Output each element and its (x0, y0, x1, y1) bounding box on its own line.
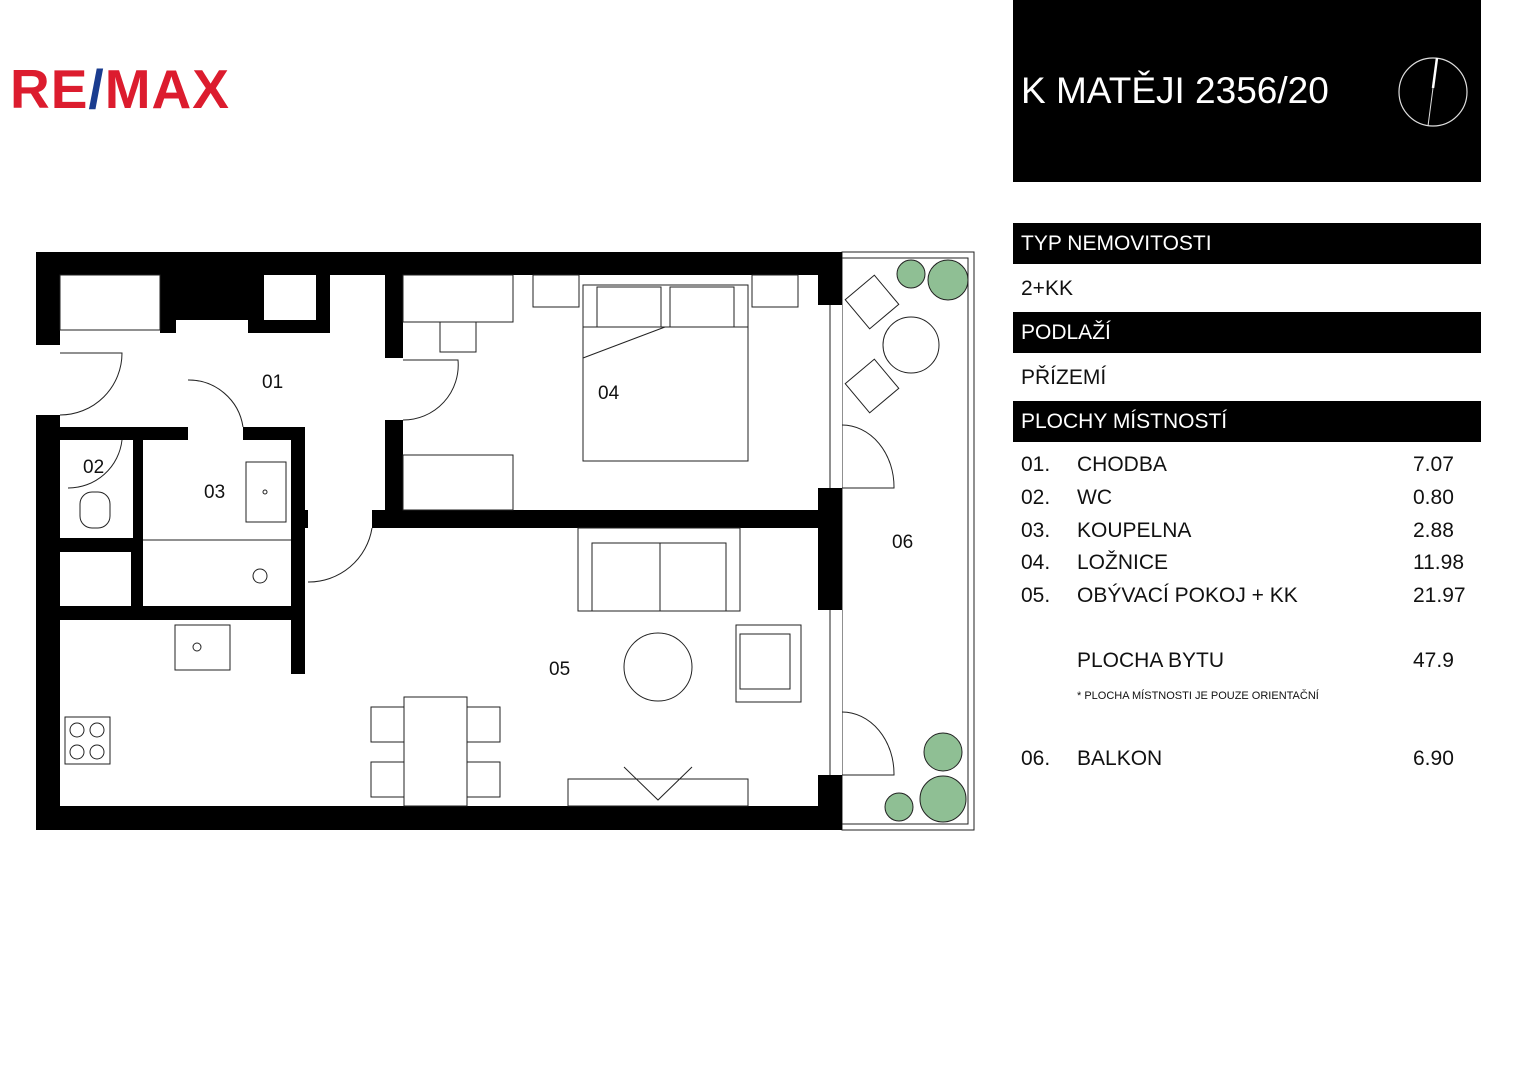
floor-plan: 01 02 03 04 05 06 (36, 251, 975, 831)
room-label: 01 (262, 372, 283, 393)
floor-value: PŘÍZEMÍ (1021, 366, 1107, 389)
room-label: 06 (892, 532, 913, 553)
type-header: TYP NEMOVITOSTI (1013, 223, 1481, 264)
room-label: 04 (598, 383, 620, 404)
area-note: * PLOCHA MÍSTNOSTI JE POUZE ORIENTAČNÍ (1077, 690, 1319, 702)
title-box: K MATĚJI 2356/20 (1013, 0, 1481, 182)
room-label: 02 (83, 457, 104, 478)
type-value: 2+KK (1021, 277, 1073, 300)
north-arrow-icon (1398, 57, 1468, 127)
room-label: 05 (549, 659, 570, 680)
room-label: 03 (204, 482, 225, 503)
plant-icons (884, 259, 969, 823)
floor-header: PODLAŽÍ (1013, 312, 1481, 353)
areas-header: PLOCHY MÍSTNOSTÍ (1013, 401, 1481, 442)
remax-logo: RE/MAX (10, 58, 230, 120)
property-title: K MATĚJI 2356/20 (1021, 70, 1329, 111)
